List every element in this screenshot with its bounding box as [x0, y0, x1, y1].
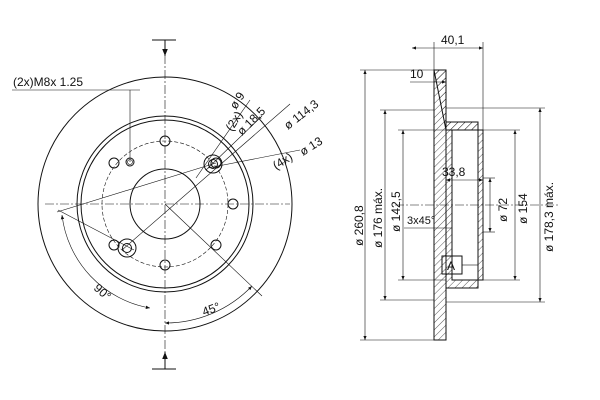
small-hole — [227, 198, 239, 210]
angle-90-arc — [60, 214, 151, 309]
hat-dia-label: ø 142,5 — [389, 191, 403, 232]
bolt-hole — [210, 239, 222, 251]
leader-9 — [195, 99, 251, 179]
thickness-label: 10 — [410, 67, 424, 81]
small-hole — [159, 259, 171, 271]
hat-depth-label: 33,8 — [442, 165, 466, 179]
pilot-hole — [203, 154, 223, 174]
thread-label: (2x)M8x 1.25 — [13, 75, 83, 89]
leader-114 — [121, 103, 291, 251]
front-view: (2x)M8x 1.25 (2x) ø 9 ø 18,5 ø 114,3 (4x… — [12, 39, 325, 370]
outer-rim — [37, 76, 293, 332]
pilot-hole-inner — [208, 159, 218, 169]
angle-45-ray — [164, 203, 263, 297]
disc-hat — [445, 121, 479, 289]
leader-angle-ref — [56, 162, 217, 213]
total-height-label: 40,1 — [441, 33, 465, 47]
datum-label: A — [447, 259, 455, 273]
angle-45-label: 45° — [200, 299, 222, 318]
angle-90-label: 90° — [91, 281, 114, 304]
section-view: 40,1 10 ø 260,8 ø 176 máx. ø 142,5 33,8 … — [352, 33, 560, 341]
leader-18-5 — [205, 115, 263, 171]
hole-small-dia: ø 9 — [227, 89, 248, 111]
braking-dia-label: ø 176 máx. — [371, 188, 385, 248]
small-hole — [159, 135, 171, 147]
inner-max-label: ø 178,3 máx. — [542, 182, 556, 252]
outer-dia-label: ø 260,8 — [352, 205, 366, 246]
bolt-hole — [108, 157, 120, 169]
angle-45-arc — [164, 285, 253, 325]
leader-13 — [207, 149, 301, 169]
chamfer-label: 3x45° — [407, 215, 435, 227]
bolt-hole-dia: ø 13 — [297, 134, 325, 159]
hub-bore-label: ø 72 — [496, 198, 510, 222]
bolt-circle-dia: ø 114,3 — [281, 97, 321, 133]
hub-bore — [129, 168, 201, 240]
hat-inner-label: ø 154 — [516, 193, 530, 224]
bolt-hole-count: (4x) — [270, 150, 295, 173]
